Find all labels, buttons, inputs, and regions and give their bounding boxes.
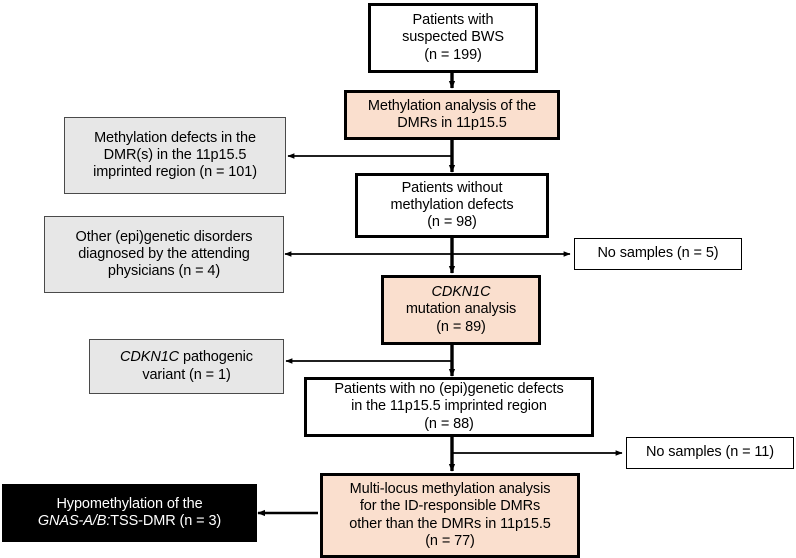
node-line: Other (epi)genetic disorders (75, 228, 253, 245)
node-line: CDKN1C pathogenic (93, 349, 280, 366)
node-line: Hypomethylation of the (56, 495, 203, 512)
node-line: DMRs in 11p15.5 (397, 115, 507, 131)
node-line: Patients without (401, 179, 503, 196)
node-line: diagnosed by the attending (78, 245, 250, 262)
node-line: methylation defects (390, 196, 514, 213)
node-no-samples-5: No samples (n = 5) (574, 238, 742, 270)
node-cdkn1c-mutation-analysis: CDKN1C mutation analysis (n = 89) (381, 275, 541, 345)
node-line: variant (n = 1) (142, 366, 231, 383)
node-line: Methylation analysis of the (367, 97, 537, 114)
node-line: (n = 77) (425, 532, 475, 549)
node-line: suspected BWS (402, 29, 504, 46)
node-line: other than the DMRs in 11p15.5 (349, 515, 551, 532)
node-methylation-defects-11p155: Methylation defects in the DMR(s) in the… (64, 117, 286, 194)
node-line: (n = 89) (436, 318, 486, 335)
node-line: physicians (n = 4) (107, 263, 221, 280)
node-line: No samples (n = 5) (597, 245, 719, 262)
node-line: Patients with no (epi)genetic defects (334, 381, 564, 398)
node-line: (n = 88) (424, 415, 474, 432)
node-line: for the ID-responsible DMRs (359, 498, 541, 515)
node-line: Patients with (412, 12, 494, 29)
node-line: DMR(s) in the 11p15.5 (103, 146, 247, 163)
node-no-samples-11: No samples (n = 11) (626, 437, 794, 469)
node-methylation-analysis-11p155: Methylation analysis of the DMRs in 11p1… (344, 90, 560, 140)
node-line: (n = 98) (427, 214, 477, 231)
node-other-epigenetic-disorders: Other (epi)genetic disorders diagnosed b… (44, 216, 284, 293)
node-line: No samples (n = 11) (646, 444, 774, 461)
node-cdkn1c-pathogenic-variant: CDKN1C pathogenic variant (n = 1) (89, 339, 284, 394)
node-line: in the 11p15.5 imprinted region (351, 398, 547, 415)
gene-name: GNAS-A/B: (37, 513, 111, 529)
node-line: imprinted region (n = 101) (93, 164, 257, 181)
node-hypomethylation-gnas: Hypomethylation of the GNAS-A/B:TSS-DMR … (2, 484, 257, 542)
node-line: Multi-locus methylation analysis (349, 481, 551, 498)
node-line: (n = 199) (424, 46, 482, 63)
node-line: mutation analysis (405, 301, 517, 318)
node-patients-no-epigenetic-defects: Patients with no (epi)genetic defects in… (304, 377, 594, 437)
node-line: Methylation defects in the (94, 129, 256, 146)
node-suspected-bws: Patients with suspected BWS (n = 199) (368, 3, 538, 73)
node-line-rest: TSS-DMR (n = 3) (110, 513, 222, 529)
node-line-rest: pathogenic (179, 349, 253, 366)
node-patients-without-methylation-defects: Patients without methylation defects (n … (355, 173, 549, 238)
node-multilocus-methylation-analysis: Multi-locus methylation analysis for the… (320, 473, 580, 558)
node-line-gene: CDKN1C (431, 284, 491, 301)
gene-name: CDKN1C (120, 349, 180, 366)
node-line: GNAS-A/B:TSS-DMR (n = 3) (6, 513, 253, 530)
